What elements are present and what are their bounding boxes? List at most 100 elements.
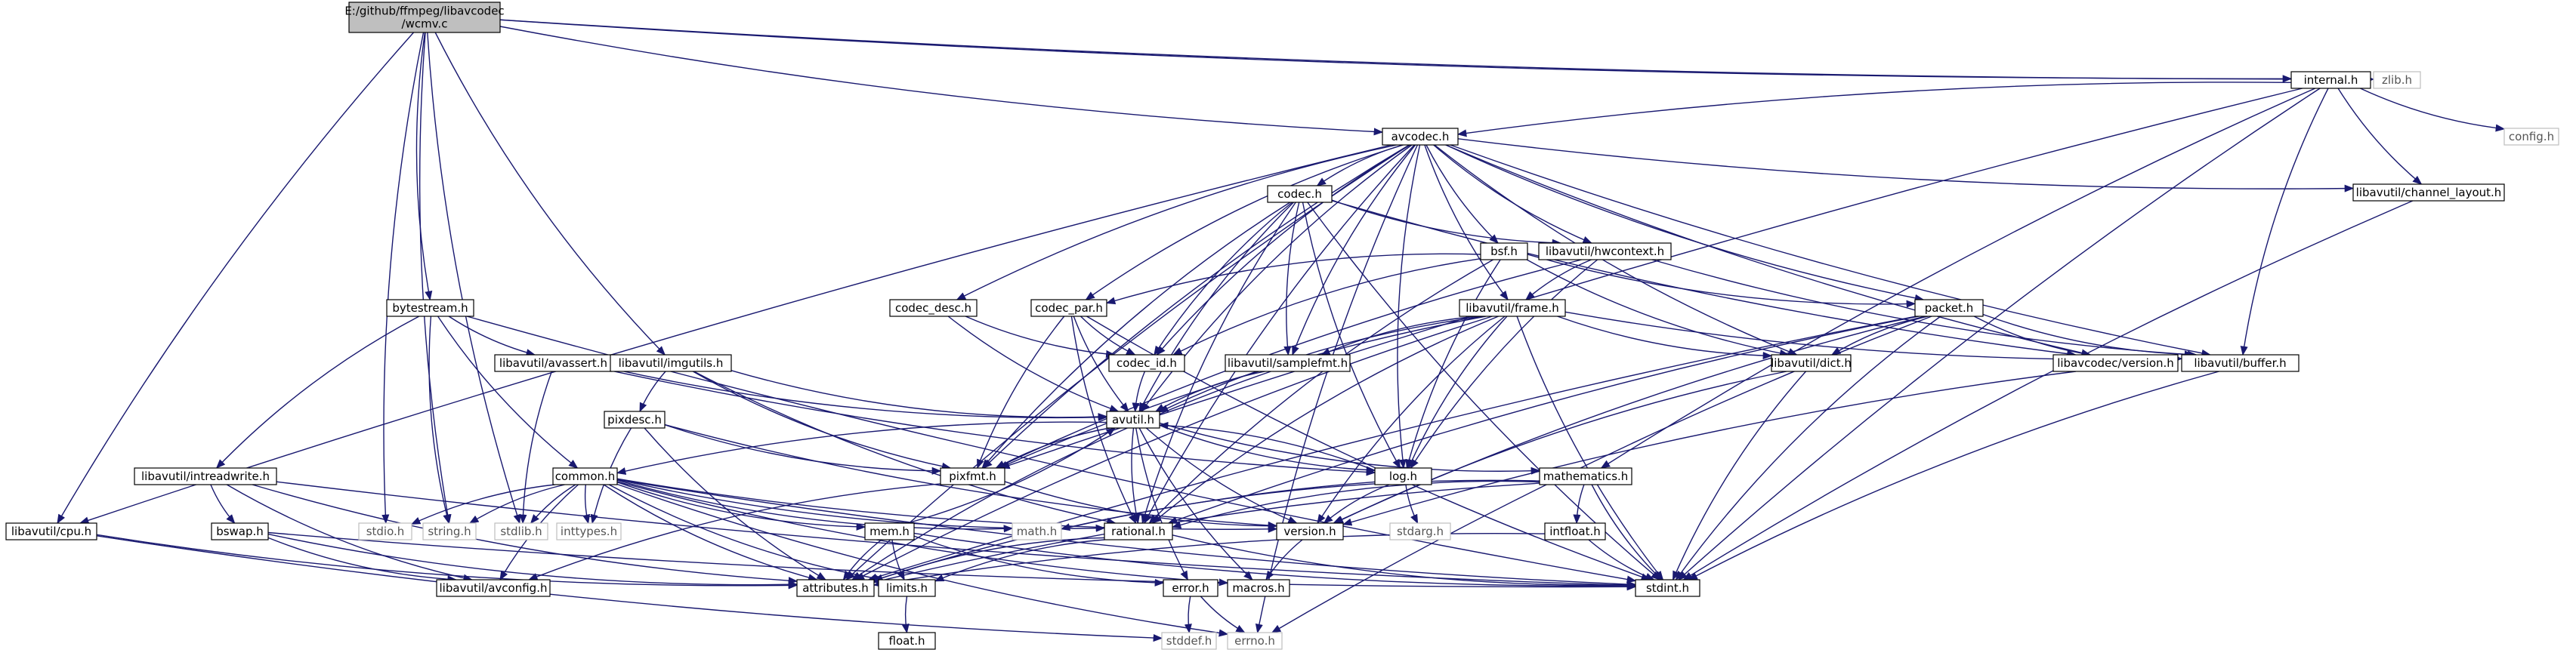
edge-bytestream-to-avassert [448, 316, 536, 356]
node-label: stddef.h [1166, 634, 1212, 648]
edge-mem-to-attributes [842, 539, 882, 581]
edge-error-to-errno [1200, 596, 1246, 633]
node-label: stdio.h [366, 525, 405, 538]
node-wcmv[interactable]: E:/github/ffmpeg/libavcodec/wcmv.c [344, 2, 505, 33]
node-common[interactable]: common.h [552, 467, 618, 485]
edge-packet-to-rational [1167, 316, 1920, 524]
node-rational[interactable]: rational.h [1104, 522, 1173, 540]
edge-samplefmt-to-avutil [1154, 371, 1265, 412]
node-label: stdint.h [1646, 581, 1689, 595]
node-box [2352, 183, 2505, 202]
node-inttypes: inttypes.h [556, 522, 622, 540]
edge-hwcontext-to-buffer [1651, 259, 2195, 359]
node-codecid[interactable]: codec_id.h [1108, 354, 1185, 372]
edge-avcodec-to-pixfmt [983, 144, 1410, 469]
node-box [2503, 128, 2559, 146]
node-box [386, 299, 474, 317]
edge-dict-to-stdint [1672, 371, 1807, 581]
node-mem[interactable]: mem.h [864, 522, 915, 540]
node-codecdesc[interactable]: codec_desc.h [889, 299, 978, 317]
node-errno: errno.h [1227, 632, 1283, 650]
edge-log-to-version [1323, 484, 1390, 524]
node-box [1104, 522, 1173, 540]
node-codec[interactable]: codec.h [1267, 185, 1333, 203]
node-lcversion[interactable]: libavcodec/version.h [2052, 354, 2179, 372]
node-stdarg: stdarg.h [1389, 522, 1451, 540]
edge-internal-to-config [2360, 88, 2506, 132]
node-imgutils[interactable]: libavutil/imgutils.h [610, 354, 732, 372]
edge-internal-to-mathematics [1600, 88, 2316, 469]
node-stdint[interactable]: stdint.h [1635, 579, 1700, 597]
edge-frame-to-stdint [1516, 316, 1664, 580]
edge-avutil-to-rational [1131, 427, 1141, 525]
edge-pixfmt-to-version [1004, 481, 1278, 530]
node-limits[interactable]: limits.h [878, 579, 936, 597]
edge-common-to-string [468, 484, 565, 524]
node-box [796, 579, 875, 597]
edge-internal-to-buffer [2240, 88, 2329, 356]
node-box [1914, 299, 1984, 317]
node-label: libavutil/avconfig.h [440, 581, 548, 595]
edge-bytestream-to-string [428, 316, 451, 525]
edge-mathematics-to-intfloat [1573, 484, 1585, 525]
node-version[interactable]: version.h [1276, 522, 1344, 540]
edge-mathematics-to-rational [1171, 480, 1540, 529]
edge-frame-to-avutil [1158, 316, 1484, 413]
node-stdlib: stdlib.h [494, 522, 548, 540]
edge-codecpar-to-avutil [1073, 316, 1129, 412]
node-box [1544, 522, 1606, 540]
edge-codec-to-avutil [1138, 202, 1294, 413]
node-intfloat[interactable]: intfloat.h [1544, 522, 1606, 540]
edge-internal-to-pixfmt [1000, 88, 2303, 470]
edge-avcodec-to-codecpar [1085, 144, 1404, 300]
node-error[interactable]: error.h [1163, 579, 1219, 597]
node-avconfig[interactable]: libavutil/avconfig.h [436, 579, 551, 597]
node-chlayout[interactable]: libavutil/channel_layout.h [2352, 183, 2505, 202]
node-avcodec[interactable]: avcodec.h [1382, 128, 1459, 146]
node-label: codec_id.h [1117, 356, 1177, 371]
node-label: packet.h [1925, 301, 1974, 315]
edge-bsf-to-log [1405, 259, 1501, 470]
node-codecpar[interactable]: codec_par.h [1030, 299, 1107, 317]
node-box [1538, 242, 1672, 260]
node-macros[interactable]: macros.h [1227, 579, 1290, 597]
node-pixdesc[interactable]: pixdesc.h [604, 411, 666, 429]
node-box [1459, 299, 1566, 317]
node-label: version.h [1283, 525, 1336, 538]
edge-frame-to-rational [1151, 316, 1499, 524]
edge-avassert-to-log [611, 370, 1376, 476]
edge-wcmv-to-zlib [499, 19, 2375, 84]
node-log[interactable]: log.h [1374, 467, 1432, 485]
node-bswap[interactable]: bswap.h [211, 522, 269, 540]
node-hwcontext[interactable]: libavutil/hwcontext.h [1538, 242, 1672, 260]
node-intreadwrite[interactable]: libavutil/intreadwrite.h [134, 467, 277, 485]
node-box [1635, 579, 1700, 597]
node-floath[interactable]: float.h [878, 632, 936, 650]
node-dict[interactable]: libavutil/dict.h [1771, 354, 1852, 372]
node-avutil[interactable]: avutil.h [1106, 411, 1160, 429]
node-avassert[interactable]: libavutil/avassert.h [494, 354, 613, 372]
node-label: mathematics.h [1543, 470, 1629, 483]
node-packet[interactable]: packet.h [1914, 299, 1984, 317]
edge-lcversion-to-version [1342, 371, 2076, 526]
node-label: codec_par.h [1035, 301, 1103, 316]
node-stdio: stdio.h [358, 522, 412, 540]
node-box [604, 411, 666, 429]
edge-avcodec-to-packet [1445, 144, 1925, 302]
node-label: inttypes.h [561, 525, 617, 538]
edge-hwcontext-to-log [1410, 259, 1598, 470]
edge-imgutils-to-avutil [730, 370, 1108, 421]
node-mathematics[interactable]: mathematics.h [1539, 467, 1632, 485]
node-bsf[interactable]: bsf.h [1480, 242, 1528, 260]
node-samplefmt[interactable]: libavutil/samplefmt.h [1225, 354, 1351, 372]
node-pixfmt[interactable]: pixfmt.h [940, 467, 1005, 485]
node-attributes[interactable]: attributes.h [796, 579, 875, 597]
node-box [358, 522, 412, 540]
edge-hwcontext-to-frame [1525, 259, 1592, 300]
edge-wcmv-to-bytestream [415, 32, 433, 301]
node-buffer[interactable]: libavutil/buffer.h [2181, 354, 2300, 372]
node-frame[interactable]: libavutil/frame.h [1459, 299, 1566, 317]
node-cpu[interactable]: libavutil/cpu.h [5, 522, 97, 540]
node-internal[interactable]: internal.h [2290, 71, 2371, 89]
node-bytestream[interactable]: bytestream.h [386, 299, 474, 317]
